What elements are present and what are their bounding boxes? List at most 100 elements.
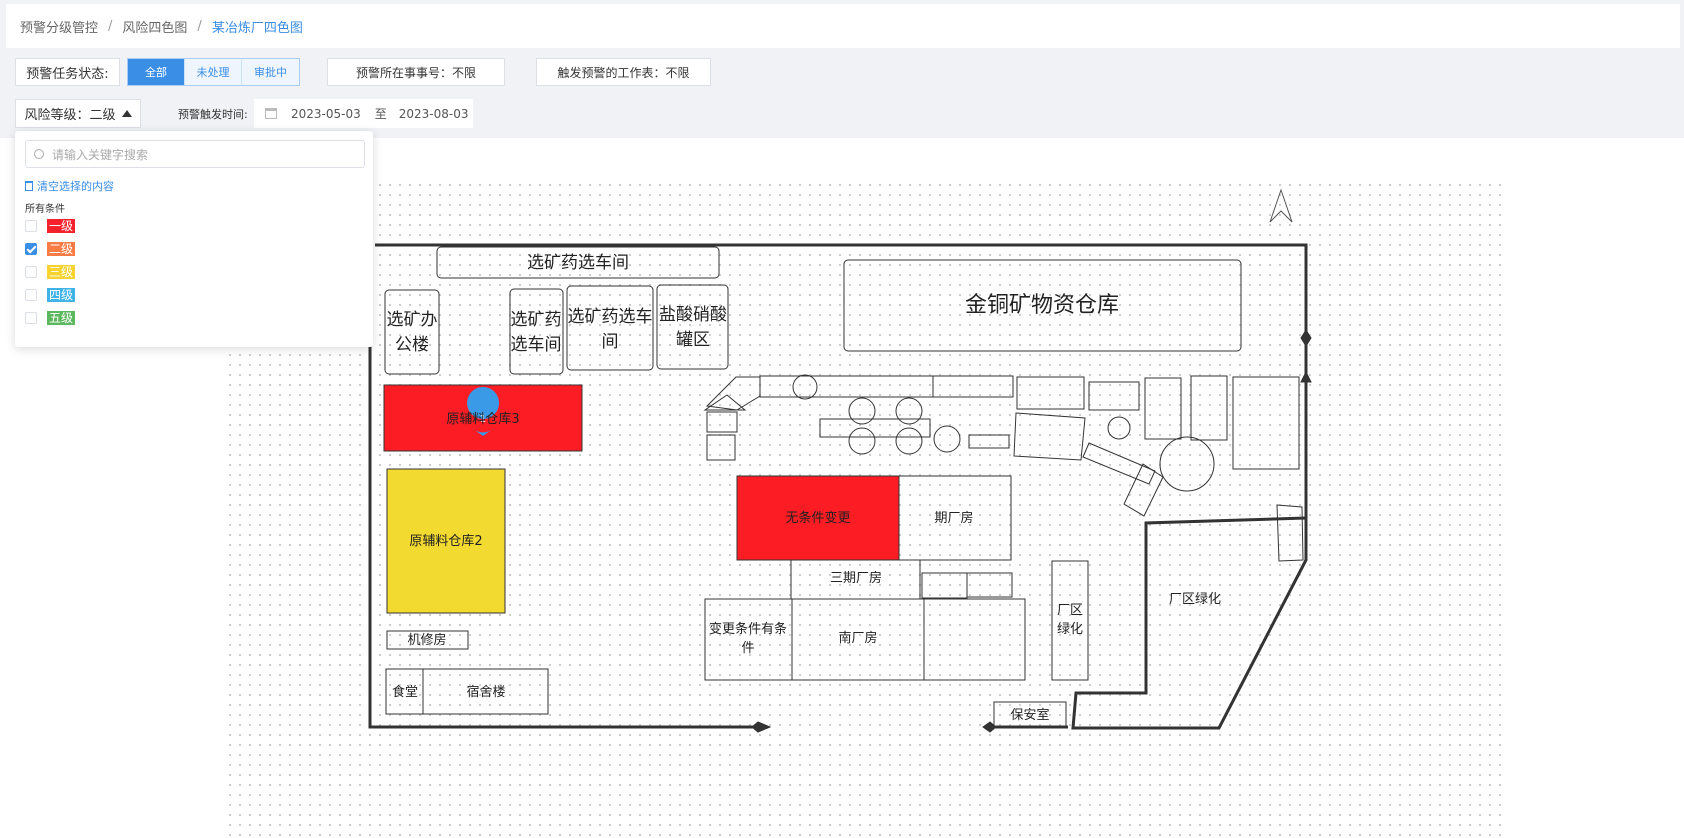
- label-b6b: 罐区: [676, 330, 710, 350]
- option-level-3[interactable]: 三级: [25, 265, 76, 279]
- caret-up-icon: [121, 110, 132, 117]
- label-b3a: 选矿办: [387, 310, 438, 330]
- search-placeholder: 请输入关键字搜索: [52, 147, 149, 162]
- checkbox[interactable]: [25, 289, 37, 301]
- struct-tank-7: [1107, 416, 1131, 440]
- tag-level-4: 四级: [47, 288, 76, 302]
- dropdown-search-input[interactable]: 请输入关键字搜索: [25, 140, 365, 168]
- status-option-all[interactable]: 全部: [128, 59, 185, 85]
- building-b5: [566, 285, 654, 371]
- clear-selection-button[interactable]: 清空选择的内容: [25, 178, 114, 194]
- label-b17: 食堂: [392, 684, 418, 700]
- breadcrumb-item-warning[interactable]: 预警分级管控: [20, 20, 99, 36]
- risk-level-select[interactable]: 风险等级： 二级: [15, 99, 141, 128]
- risk-level-value: 二级: [89, 108, 116, 123]
- struct-1: [705, 376, 761, 411]
- struct-10: [1088, 381, 1140, 411]
- label-b5a: 选矿药选车: [568, 307, 653, 327]
- label-b13: 南厂房: [838, 630, 877, 646]
- building-b12: [704, 598, 793, 681]
- struct-5: [759, 375, 934, 398]
- building-b14: [1051, 560, 1089, 681]
- struct-tank-6: [933, 425, 961, 453]
- struct-tank-2: [848, 397, 876, 425]
- label-b1: 选矿药选车间: [527, 253, 629, 273]
- search-icon: [34, 149, 44, 159]
- checkbox[interactable]: [25, 312, 37, 324]
- label-b7: 原辅料仓库3: [446, 411, 519, 427]
- building-b18: [422, 668, 549, 715]
- struct-6: [932, 375, 1014, 398]
- struct-tank-3: [895, 397, 923, 425]
- building-b16: [386, 630, 469, 650]
- breadcrumb-item-current: 某冶炼厂四色图: [211, 20, 303, 36]
- struct-7: [819, 418, 931, 438]
- tag-level-5: 五级: [47, 311, 76, 325]
- label-b16: 机修房: [407, 632, 446, 648]
- map-marker[interactable]: 1: [467, 387, 500, 436]
- boundary-line-east: [375, 243, 1308, 730]
- label-b4b: 选车间: [511, 335, 562, 355]
- event-no-select[interactable]: 预警所在事事号：不限: [327, 58, 505, 86]
- struct-4: [706, 434, 736, 461]
- status-option-approving[interactable]: 审批中: [242, 59, 299, 85]
- struct-tank-5: [895, 427, 923, 455]
- trash-icon: [25, 181, 33, 191]
- risk-level-dropdown: 请输入关键字搜索 清空选择的内容 所有条件 一级 二级 三级 四级 五级: [15, 131, 373, 347]
- status-segment: 全部 未处理 审批中: [127, 58, 300, 86]
- breadcrumb-item-risk-map[interactable]: 风险四色图: [122, 20, 188, 36]
- trigger-time-label: 预警触发时间:: [178, 108, 248, 121]
- label-b14a: 厂区: [1057, 603, 1083, 618]
- struct-15: [1082, 442, 1156, 485]
- building-b9: [736, 475, 900, 561]
- struct-17: [1276, 504, 1304, 562]
- option-level-2[interactable]: 二级: [25, 242, 76, 256]
- risk-level-label: 风险等级：: [24, 108, 90, 123]
- struct-19: [966, 572, 1013, 598]
- tag-level-3: 三级: [47, 265, 76, 279]
- boundary-arrow: [1300, 329, 1312, 347]
- tag-level-1: 一级: [47, 219, 76, 233]
- status-option-unprocessed[interactable]: 未处理: [185, 59, 242, 85]
- marker-pin-icon[interactable]: [467, 387, 500, 419]
- struct-8: [968, 434, 1010, 449]
- struct-18: [921, 572, 968, 599]
- marker-number: 1: [480, 414, 486, 425]
- all-conditions-label: 所有条件: [25, 204, 65, 215]
- struct-tank-1: [792, 374, 818, 400]
- date-range-picker[interactable]: 2023-05-03 至 2023-08-03: [254, 99, 473, 128]
- label-b4a: 选矿药: [511, 310, 562, 330]
- clear-selection-label: 清空选择的内容: [37, 180, 114, 193]
- building-b2: [843, 259, 1242, 352]
- struct-tank-4: [848, 427, 876, 455]
- label-b9: 无条件变更: [785, 510, 850, 526]
- struct-14: [1232, 376, 1300, 470]
- struct-11: [1013, 412, 1086, 461]
- label-b3b: 公楼: [395, 335, 429, 355]
- option-level-5[interactable]: 五级: [25, 311, 76, 325]
- label-b2: 金铜矿物资仓库: [965, 293, 1119, 318]
- label-b12a: 变更条件有条: [709, 621, 787, 637]
- date-separator: 至: [374, 107, 387, 121]
- worksheet-select[interactable]: 触发预警的工作表：不限: [536, 58, 711, 86]
- option-level-1[interactable]: 一级: [25, 219, 76, 233]
- building-b10: [898, 475, 1012, 561]
- checkbox[interactable]: [25, 266, 37, 278]
- checkbox[interactable]: [25, 220, 37, 232]
- label-b10: 期厂房: [934, 510, 973, 526]
- label-b19: 保安室: [1010, 707, 1049, 723]
- building-b3: [384, 289, 440, 375]
- task-status-label: 预警任务状态:: [15, 58, 120, 86]
- option-level-4[interactable]: 四级: [25, 288, 76, 302]
- date-from[interactable]: 2023-05-03: [291, 106, 361, 121]
- breadcrumb-separator: /: [197, 18, 202, 34]
- checkbox-checked[interactable]: [25, 243, 37, 255]
- date-to[interactable]: 2023-08-03: [398, 106, 469, 121]
- label-b15: 厂区绿化: [1169, 592, 1221, 607]
- label-b18: 宿舍楼: [466, 684, 505, 700]
- struct-2: [703, 394, 747, 411]
- boundary-arrow-up: [1300, 370, 1312, 383]
- struct-9: [1016, 376, 1085, 410]
- struct-3: [706, 411, 738, 433]
